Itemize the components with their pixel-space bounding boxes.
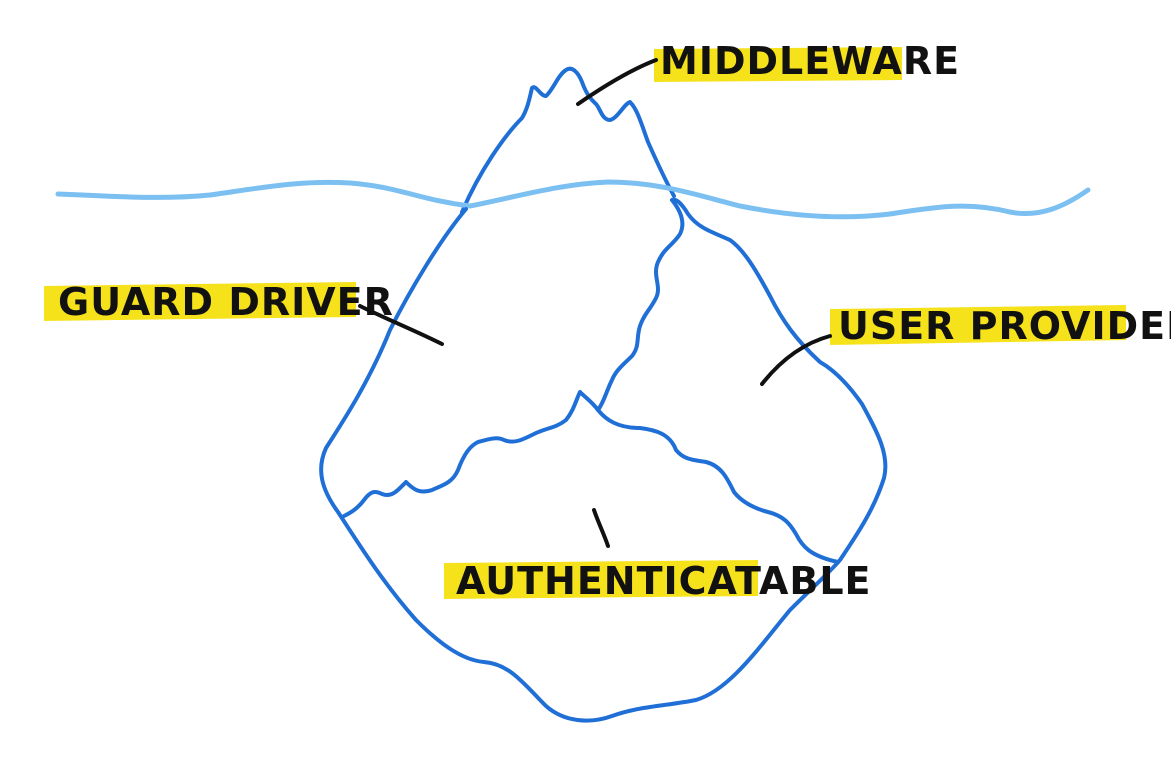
authenticatable-label: AUTHENTICATABLE (456, 559, 872, 603)
authenticatable-highlight (444, 560, 758, 599)
iceberg-tip (460, 66, 676, 214)
user-provider-pointer (760, 334, 832, 386)
crack-right (596, 408, 840, 564)
guard-driver-pointer (358, 304, 444, 346)
middleware-label: MIDDLEWARE (660, 39, 961, 83)
crack-upper (596, 198, 685, 412)
user-provider-highlight (830, 305, 1126, 345)
middleware-pointer (576, 58, 658, 106)
crack-left (342, 390, 600, 518)
guard-driver-highlight (44, 282, 356, 321)
user-provider-label: USER PROVIDER (838, 304, 1171, 348)
middleware-highlight (654, 47, 902, 82)
waterline (55, 179, 1091, 220)
iceberg-body (319, 197, 888, 723)
authenticatable-pointer (592, 508, 610, 548)
guard-driver-label: GUARD DRIVER (58, 280, 394, 324)
